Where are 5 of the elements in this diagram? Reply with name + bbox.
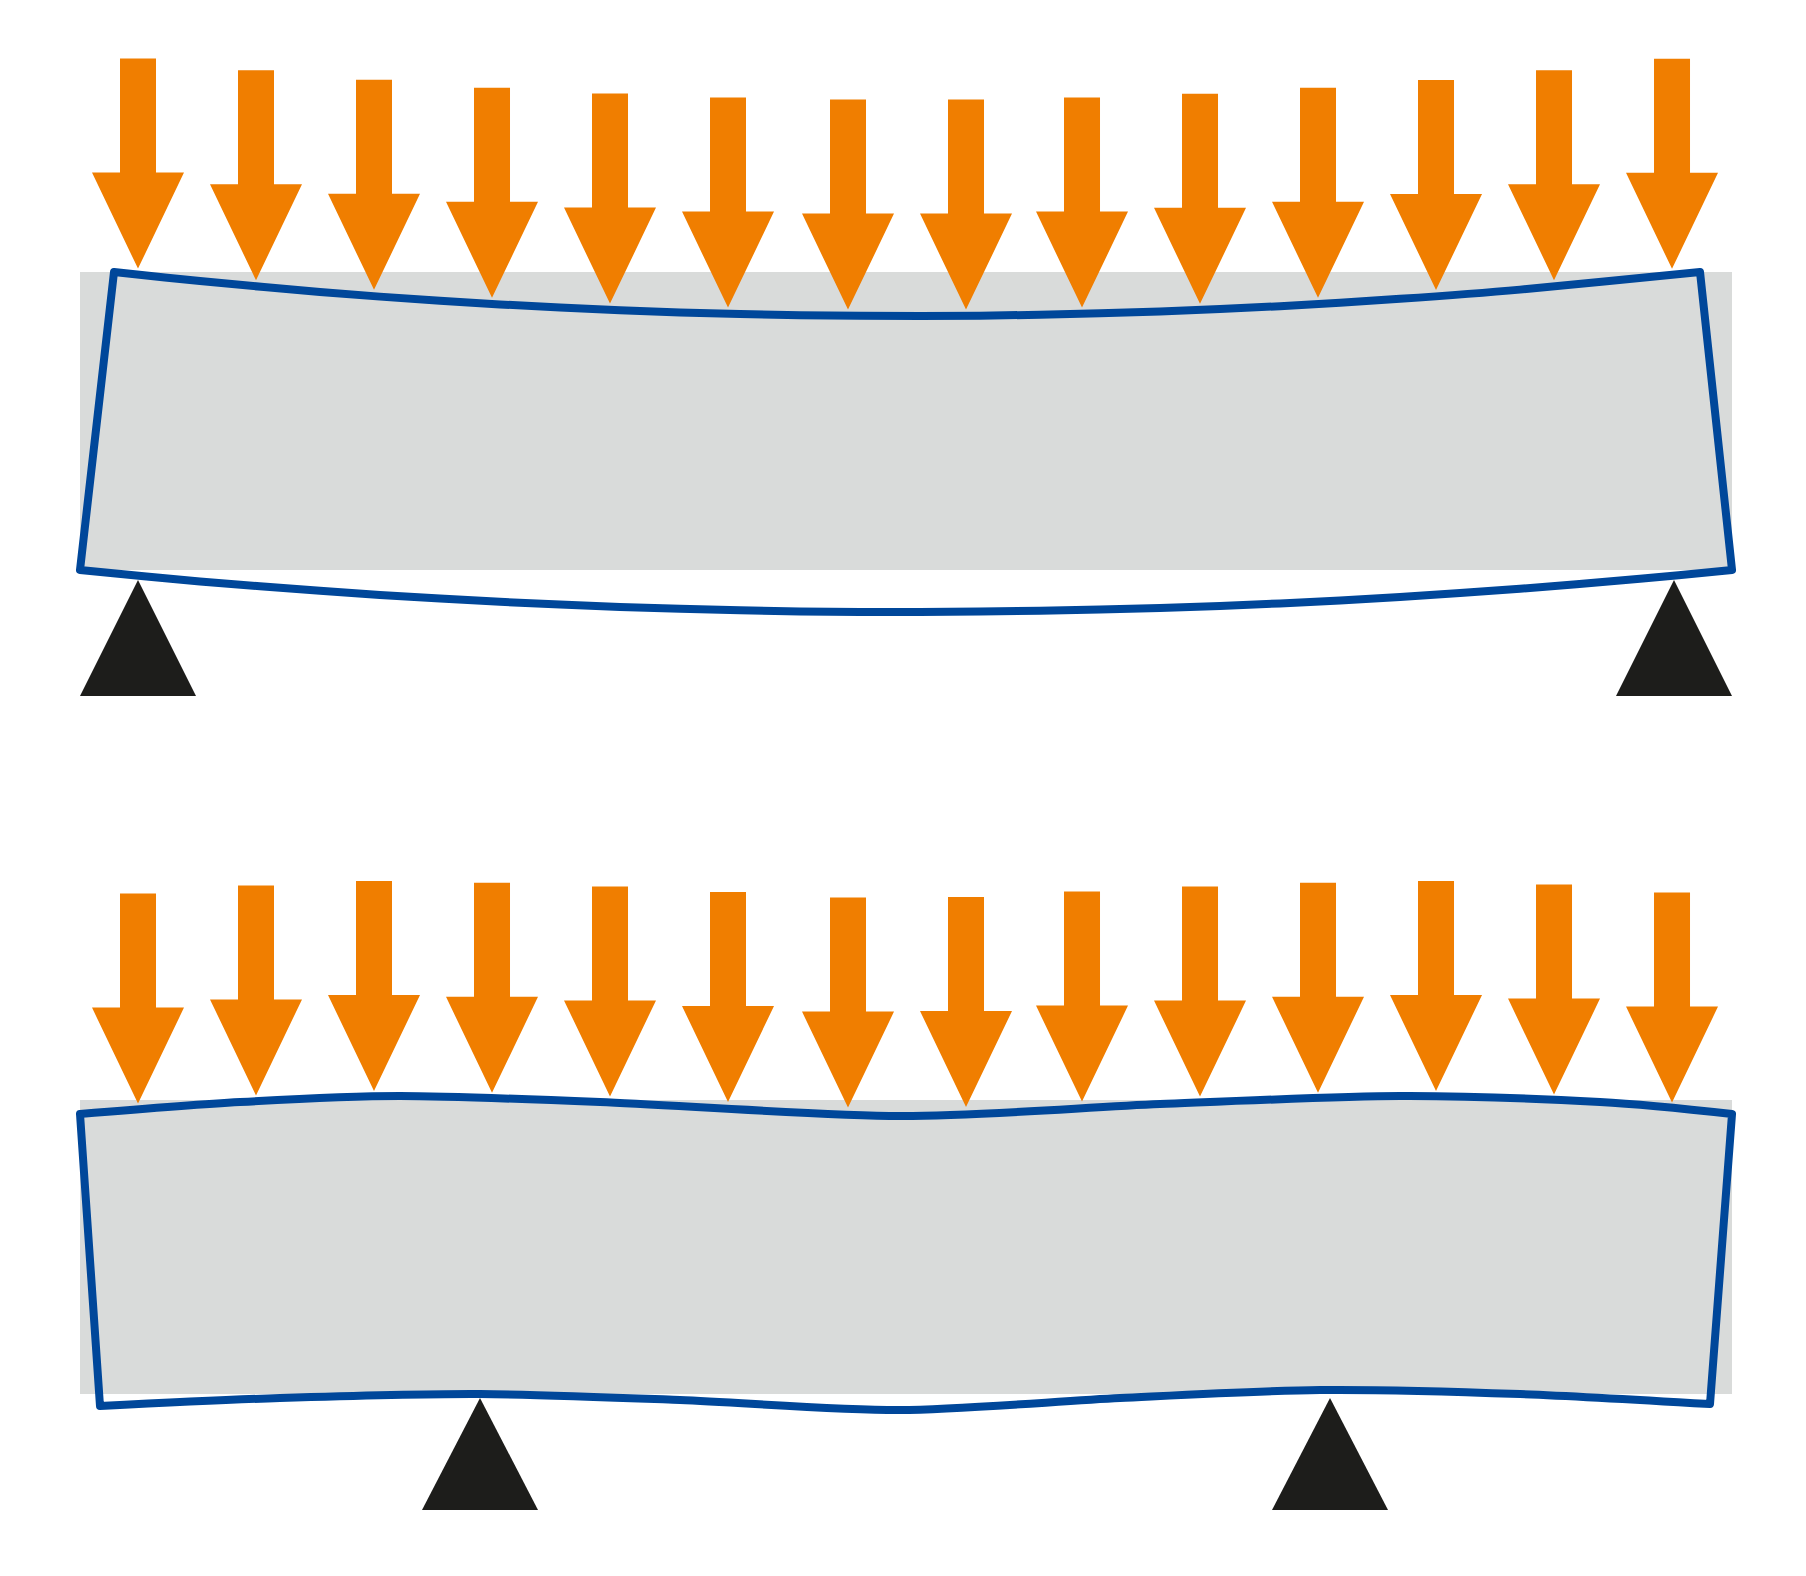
support-triangle (422, 1398, 538, 1510)
support-triangle (1272, 1398, 1388, 1510)
support-triangle (80, 580, 196, 696)
support-triangle (1616, 580, 1732, 696)
bent-beam (76, 268, 1736, 617)
